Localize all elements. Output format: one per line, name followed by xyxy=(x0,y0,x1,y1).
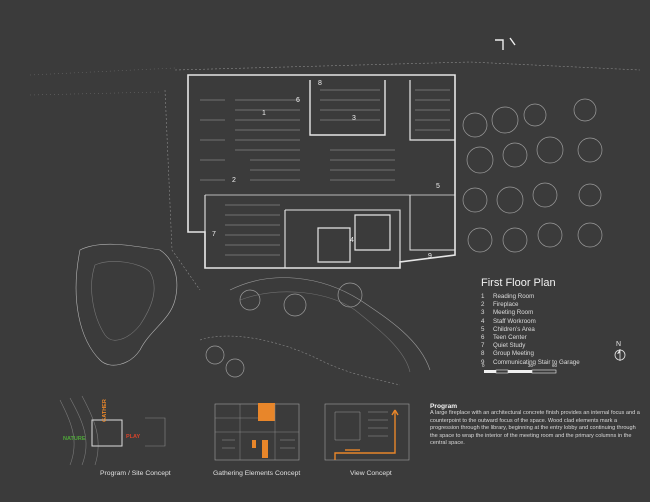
program-body: A large fireplace with an architectural … xyxy=(430,410,640,447)
scale-label-60: 60 xyxy=(552,363,558,368)
room-marker-4: 4 xyxy=(350,237,354,244)
room-marker-3: 3 xyxy=(352,115,356,122)
room-marker-5: 5 xyxy=(436,183,440,190)
site-label-play: PLAY xyxy=(126,434,140,440)
program-text-block: Program A large fireplace with an archit… xyxy=(430,403,640,448)
site-plan xyxy=(29,37,641,386)
shelving xyxy=(200,89,450,256)
north-label: N xyxy=(616,341,622,348)
gathering-concept-diagram xyxy=(214,403,300,461)
scale-bar: 0 30 60 xyxy=(482,363,558,374)
room-marker-8: 8 xyxy=(318,80,322,87)
site-concept-caption: Program / Site Concept xyxy=(100,470,171,477)
plan-title: First Floor Plan xyxy=(481,277,556,289)
site-label-nature: NATURE xyxy=(63,436,86,442)
room-marker-9: 9 xyxy=(428,253,432,260)
view-concept-diagram xyxy=(324,403,410,461)
floor-plan xyxy=(187,74,456,269)
room-marker-7: 7 xyxy=(212,231,216,238)
room-markers: 1 2 3 4 5 6 7 8 9 xyxy=(212,80,440,260)
room-marker-1: 1 xyxy=(262,110,266,117)
scale-label-30: 30 xyxy=(528,363,534,368)
north-arrow-icon xyxy=(614,349,626,361)
room-marker-6: 6 xyxy=(296,97,300,104)
program-title: Program xyxy=(430,403,458,410)
scale-label-0: 0 xyxy=(482,363,485,368)
room-marker-2: 2 xyxy=(232,177,236,184)
gathering-concept-caption: Gathering Elements Concept xyxy=(213,470,301,477)
site-concept-diagram: NATURE GATHER PLAY xyxy=(59,395,166,466)
trees xyxy=(205,98,603,378)
site-label-gather: GATHER xyxy=(102,399,108,422)
view-concept-caption: View Concept xyxy=(350,470,392,477)
